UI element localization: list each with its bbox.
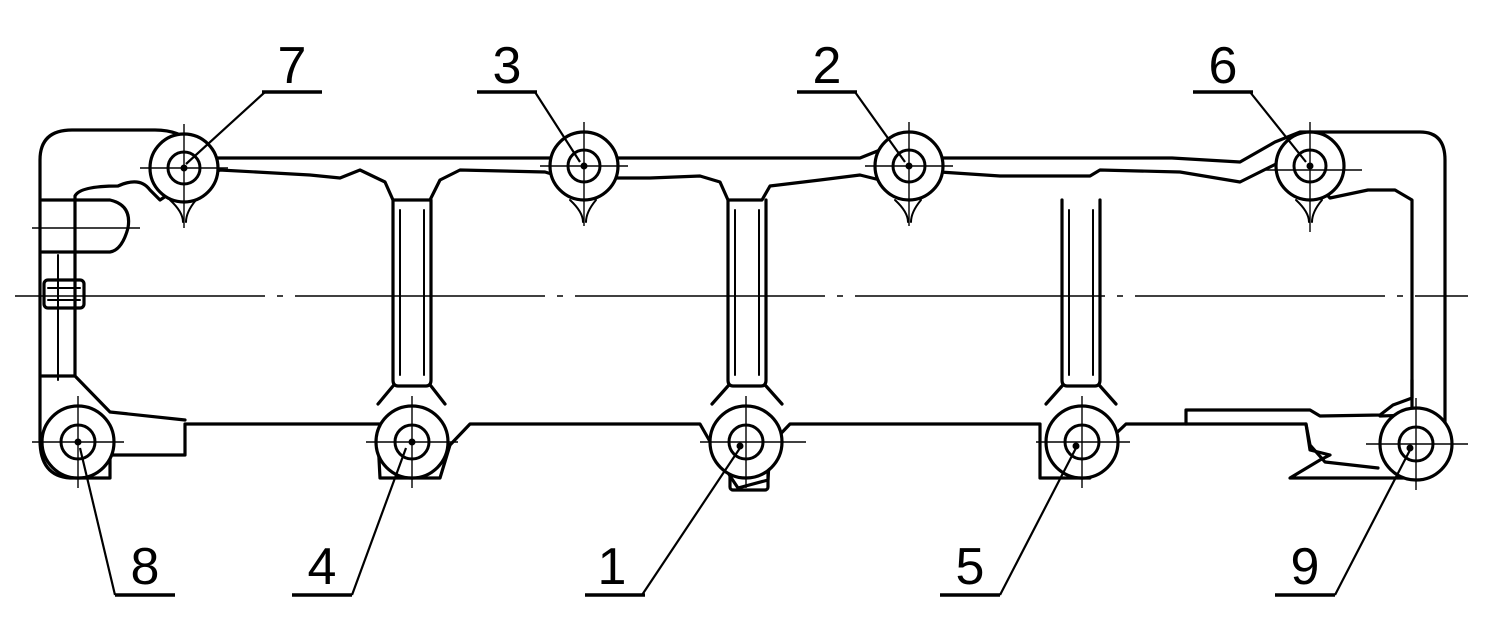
leader-line-5 [999, 447, 1077, 596]
bolt-boss-9 [1366, 398, 1468, 490]
bolt-boss-2 [865, 122, 953, 226]
bolt-boss-8 [32, 396, 124, 488]
leader-line-7 [185, 91, 266, 165]
leader-line-3 [534, 91, 581, 163]
left-end-boss [40, 198, 131, 254]
callout-4: 4 [308, 538, 337, 596]
callout-5: 5 [956, 538, 985, 596]
bolt-boss-4 [366, 396, 458, 488]
bolt-boss-7 [140, 124, 228, 228]
leader-line-8 [78, 447, 117, 596]
callout-8: 8 [131, 538, 160, 596]
leader-line-9 [1334, 449, 1411, 596]
leader-line-1 [641, 447, 741, 596]
callout-9: 9 [1291, 538, 1320, 596]
leader-line-6 [1249, 91, 1307, 163]
bolt-boss-6 [1266, 122, 1362, 232]
cover-inner-outline [73, 160, 1414, 426]
bolt-boss-1 [700, 396, 806, 492]
right-lower-rib [1304, 422, 1380, 470]
transverse-rib-1 [376, 198, 447, 406]
transverse-rib-2 [710, 198, 784, 406]
callout-2: 2 [813, 37, 842, 95]
callout-6: 6 [1209, 37, 1238, 95]
leader-line-2 [854, 91, 906, 163]
leader-line-4 [350, 447, 408, 596]
callout-3: 3 [493, 37, 522, 95]
transverse-rib-3 [1044, 198, 1118, 406]
bolt-boss-5 [1036, 396, 1130, 488]
bolt-boss-3 [540, 122, 628, 226]
callout-7: 7 [278, 37, 307, 95]
left-lower-corner [40, 374, 187, 422]
callout-1: 1 [598, 538, 627, 596]
left-plug [42, 278, 86, 310]
